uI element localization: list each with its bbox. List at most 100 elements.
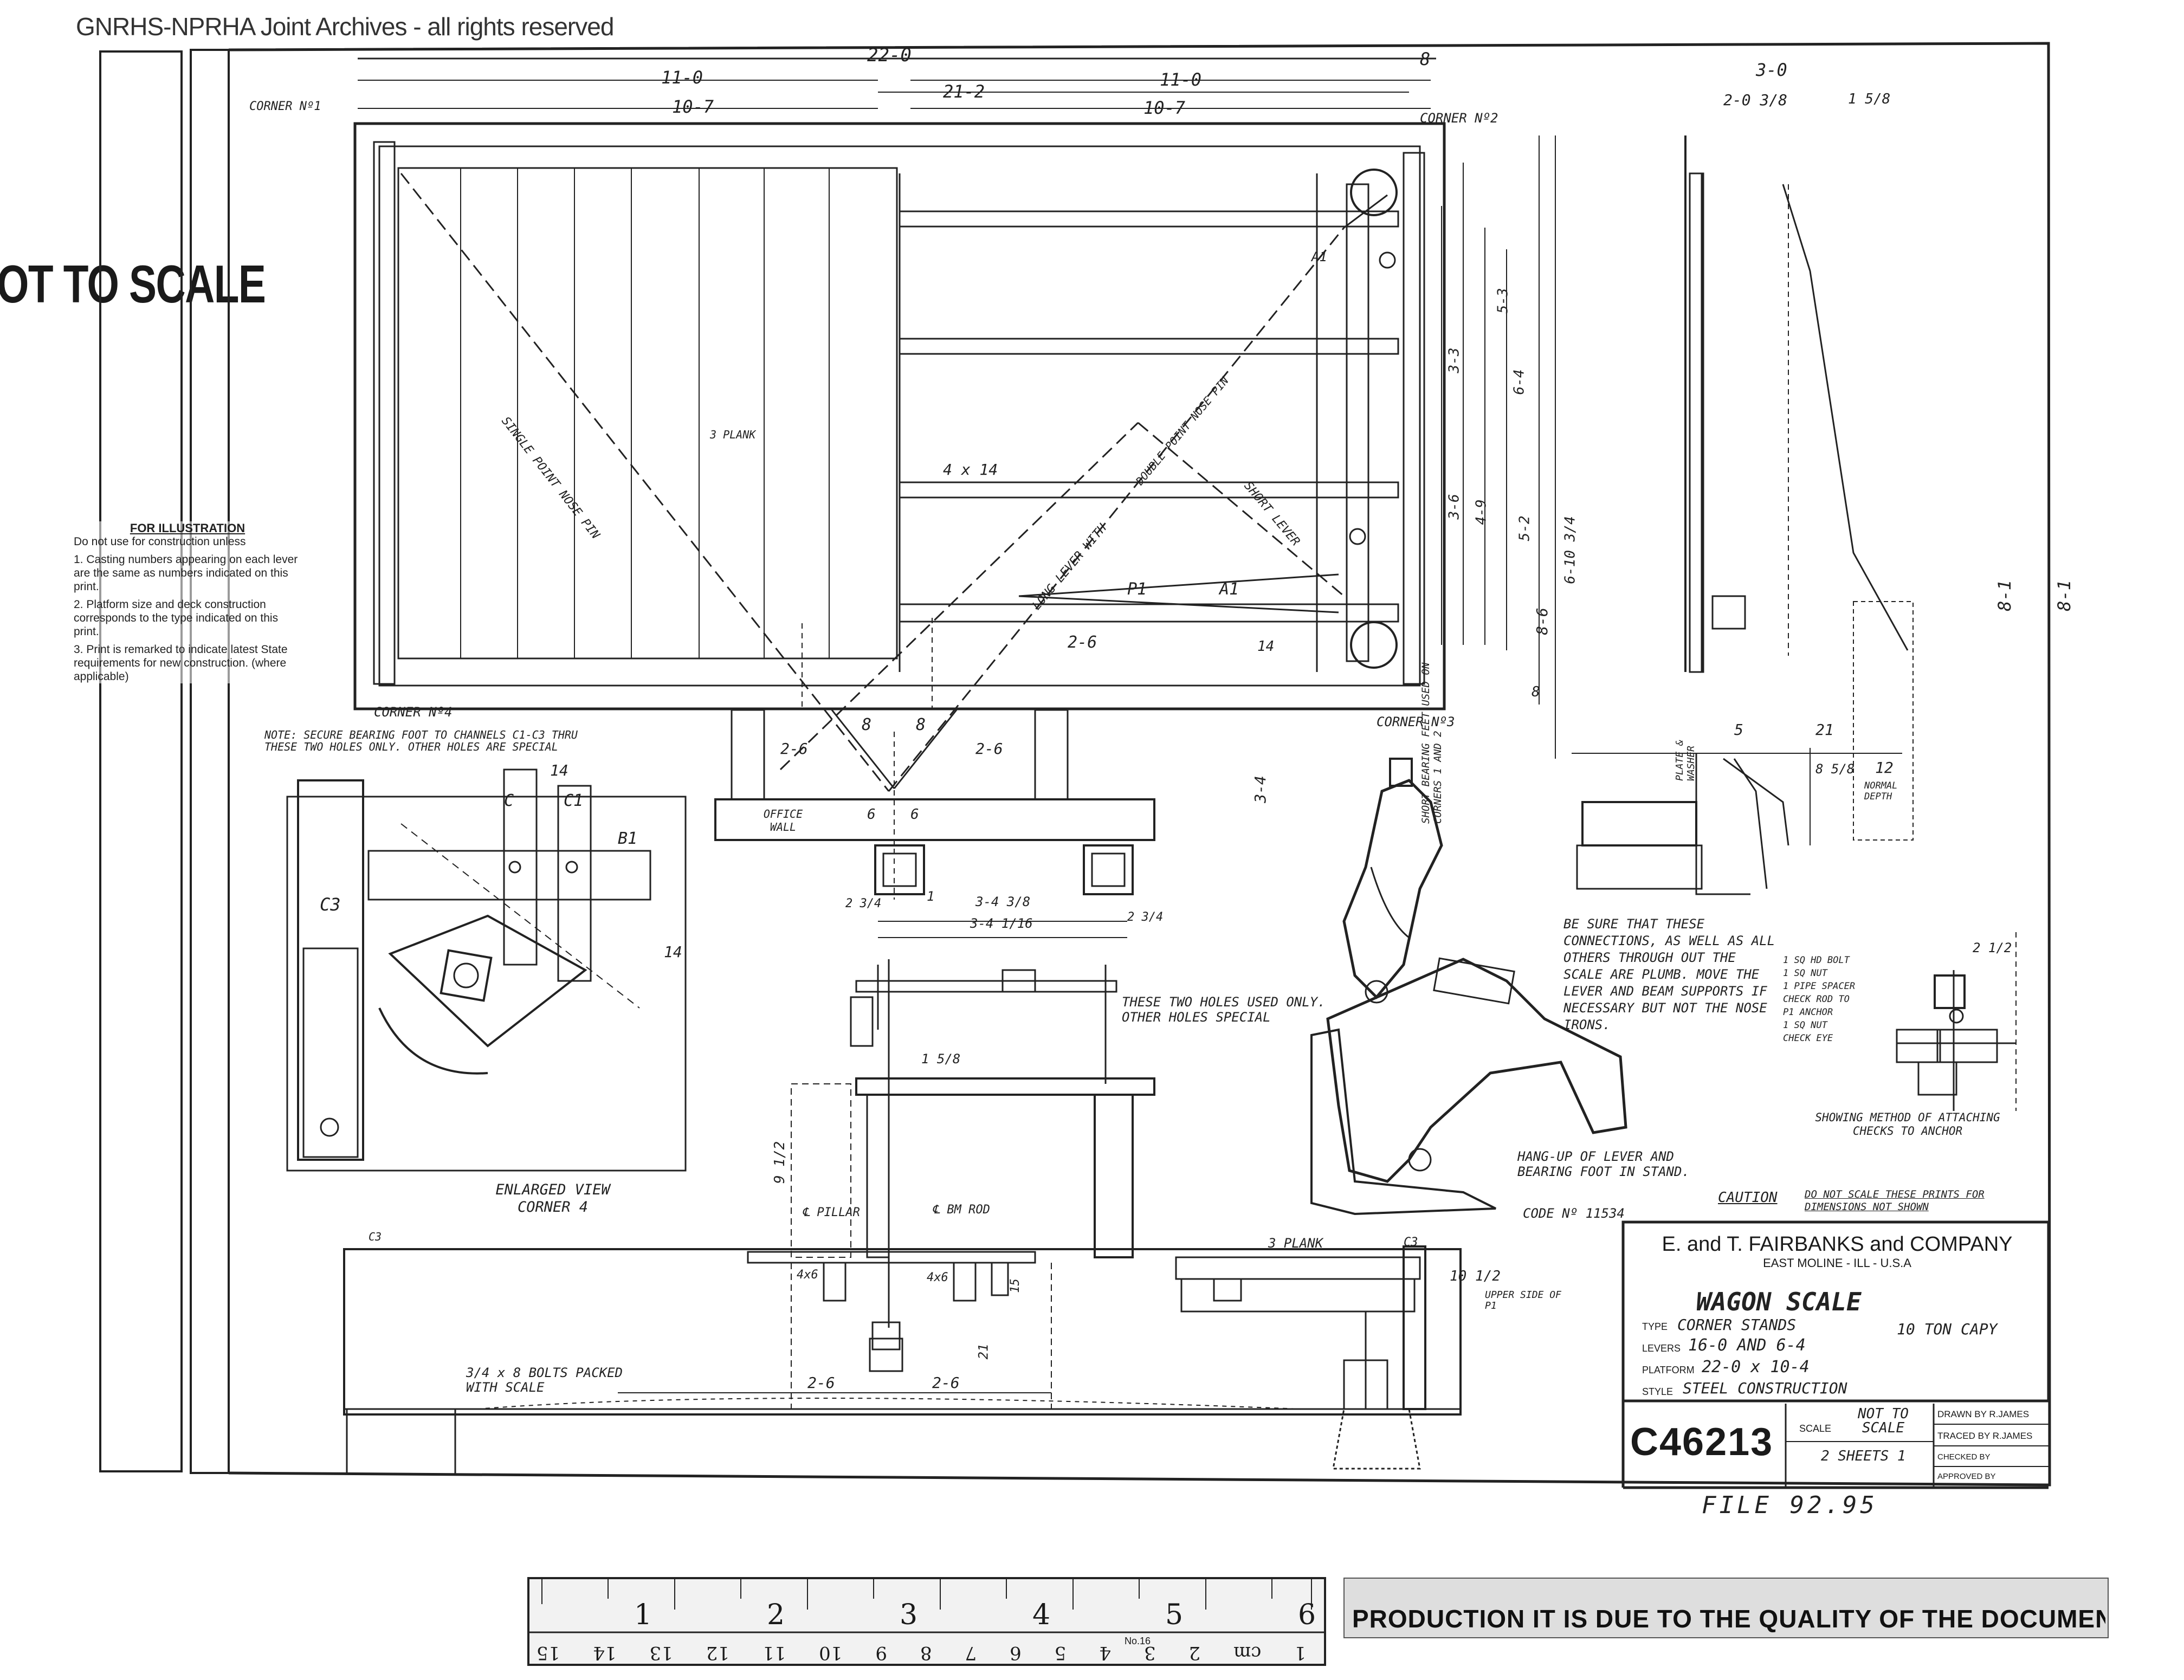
platform-label: PLATFORM [1642,1365,1695,1375]
ruler-inch-6: 6 [1298,1599,1316,1631]
dim-3-3: 3-3 [1446,347,1463,373]
company-location: EAST MOLINE - ILL - U.S.A [1763,1256,1911,1270]
plan-view [353,57,1556,792]
dim-9-1-2: 9 1/2 [772,1141,789,1184]
dim-5-3: 5-3 [1495,288,1511,314]
corner-1-label: CORNER Nº1 [249,100,321,113]
anchor-part-2: 1 SQ NUT [1783,968,1827,979]
ruler-cm-14: 14 [593,1642,617,1664]
archive-watermark: GNRHS-NPRHA Joint Archives - all rights … [76,12,614,41]
enlarged-view-caption: ENLARGED VIEW CORNER 4 [495,1181,610,1216]
corner-3-label: CORNER Nº3 [1377,714,1455,729]
dim-8-6: 8-6 [1533,608,1551,635]
anchor-parts-list: 1 SQ HD BOLT 1 SQ NUT 1 PIPE SPACER CHEC… [1783,954,1891,1045]
ruler-cm-10: 10 [819,1642,843,1664]
beam-rod-label: ℄ BM ROD [932,1203,990,1217]
dim-6-wall-left: 6 [867,806,876,823]
enlarged-corner-view [286,768,687,1172]
scale-value: NOT TO SCALE [1858,1406,1909,1436]
holes-used-note: THESE TWO HOLES USED ONLY. OTHER HOLES S… [1122,994,1326,1025]
bolts-packed-note: 3/4 x 8 BOLTS PACKED WITH SCALE [466,1365,623,1395]
levers-label: LEVERS [1642,1343,1681,1354]
dim-3-4-1-16: 3-4 1/16 [970,916,1033,931]
dim-15-section: 15 [1008,1278,1022,1293]
dim-21-side: 21 [1815,721,1834,739]
dim-2-6-section-left: 2-6 [807,1374,835,1392]
ruler-cm-13: 13 [649,1642,673,1664]
title-block-frame [1621,1220,2050,1489]
ruler-cm-scale: 1 cm 2 3 4 5 6 7 8 9 10 11 12 13 14 15 [537,1642,1306,1664]
anchor-caption: SHOWING METHOD OF ATTACHING CHECKS TO AN… [1815,1111,2000,1138]
dim-2-6-plan: 2-6 [1068,633,1097,652]
dim-1-wall: 1 [927,889,935,904]
approved-by: APPROVED BY [1937,1472,1996,1481]
checked-by: CHECKED BY [1937,1452,1991,1462]
anchor-part-7: CHECK EYE [1783,1033,1833,1044]
ruler-inch-5: 5 [1165,1599,1184,1631]
dim-2-0-3-8: 2-0 3/8 [1723,91,1788,109]
dim-6-10: 6-10 3/4 [1562,516,1579,584]
dim-14-enlarged-side: 14 [664,943,682,961]
ruler-inch-3: 3 [900,1599,918,1631]
anchor-part-3: 1 PIPE SPACER [1783,981,1856,992]
style-value: STEEL CONSTRUCTION [1683,1379,1847,1397]
inch-ruler [527,1577,2109,1666]
illustration-item-3: 3. Print is remarked to indicate latest … [74,643,288,683]
dim-4-9: 4-9 [1473,499,1490,525]
dim-21-section: 21 [975,1343,991,1360]
ruler-cm-9: 9 [875,1642,887,1664]
anchor-part-4: CHECK ROD TO [1783,994,1850,1005]
traced-by: TRACED BY R.JAMES [1937,1431,2033,1441]
pillar-centerline-label: ℄ PILLAR [802,1206,860,1219]
dim-5-side: 5 [1734,721,1743,739]
quality-notice: PRODUCTION IT IS DUE TO THE QUALITY OF T… [1352,1605,2105,1633]
ruler-cm-6: 6 [1010,1642,1022,1664]
illustration-subheading: Do not use for construction unless [74,535,246,548]
section-view [343,1245,1462,1475]
dim-10-1-2: 10 1/2 [1450,1268,1501,1284]
company-name: E. and T. FAIRBANKS and COMPANY [1662,1233,2013,1256]
dim-10-7-right: 10-7 [1143,98,1186,118]
hangup-casting [1310,758,1627,1216]
ruler-inch-1: 1 [634,1599,652,1631]
anchor-part-5: P1 ANCHOR [1783,1007,1833,1018]
ruler-cm-unit: cm [1233,1642,1262,1664]
c3-section-right: C3 [1404,1236,1418,1249]
plank-3-section: 3 PLANK [1268,1236,1323,1251]
dim-21-2: 21-2 [943,81,985,102]
margin-strip-1 [99,50,183,1472]
dim-6-4: 6-4 [1511,369,1528,395]
plank-label: 3 PLANK [710,428,756,441]
upper-side-p1-label: UPPER SIDE OF P1 [1485,1289,1561,1311]
dim-8-5-8: 8 5/8 [1815,761,1855,777]
not-to-scale-stamp: OT TO SCALE [0,254,266,314]
file-number: FILE 92.95 [1702,1491,1878,1519]
type-label: TYPE [1642,1321,1668,1332]
bearing-foot-note: NOTE: SECURE BEARING FOOT TO CHANNELS C1… [264,728,578,753]
plumb-note: BE SURE THAT THESE CONNECTIONS, AS WELL … [1563,916,1775,1032]
dim-8-plan: 8 [1532,684,1540,700]
caution-heading: CAUTION [1718,1190,1778,1206]
short-bearing-feet-note: SHORT BEARING FEET USED ON CORNERS 1 AND… [1420,662,1444,824]
hangup-caption: HANG-UP OF LEVER AND BEARING FOOT IN STA… [1517,1149,1690,1179]
dim-2-6-wall-left: 2-6 [780,740,808,758]
dim-5-2: 5-2 [1516,515,1533,541]
dim-3-6: 3-6 [1446,494,1463,520]
ruler-model-number: No.16 [1125,1636,1151,1646]
ruler-cm-8: 8 [920,1642,932,1664]
sheets-count: 2 SHEETS 1 [1821,1448,1906,1464]
dim-8-wall-left: 8 [862,715,872,734]
beam-4x14-label: 4 x 14 [943,461,998,479]
anchor-part-6: 1 SQ NUT [1783,1020,1827,1031]
plate-washer-label: PLATE & WASHER [1674,740,1697,781]
channel-c3-label: C3 [320,894,341,915]
dim-1-5-8: 1 5/8 [921,1051,961,1067]
drawing-border [228,42,2051,1487]
office-wall-label: OFFICE WALL [763,807,803,833]
channel-c-label: C [504,791,514,810]
normal-depth-label: NORMAL DEPTH [1864,780,1898,802]
dim-1-5-8-side: 1 5/8 [1848,91,1891,107]
dim-14-plan: 14 [1257,638,1275,655]
ruler-cm-7: 7 [965,1642,977,1664]
capacity-value: 10 TON CAPY [1897,1320,1998,1338]
